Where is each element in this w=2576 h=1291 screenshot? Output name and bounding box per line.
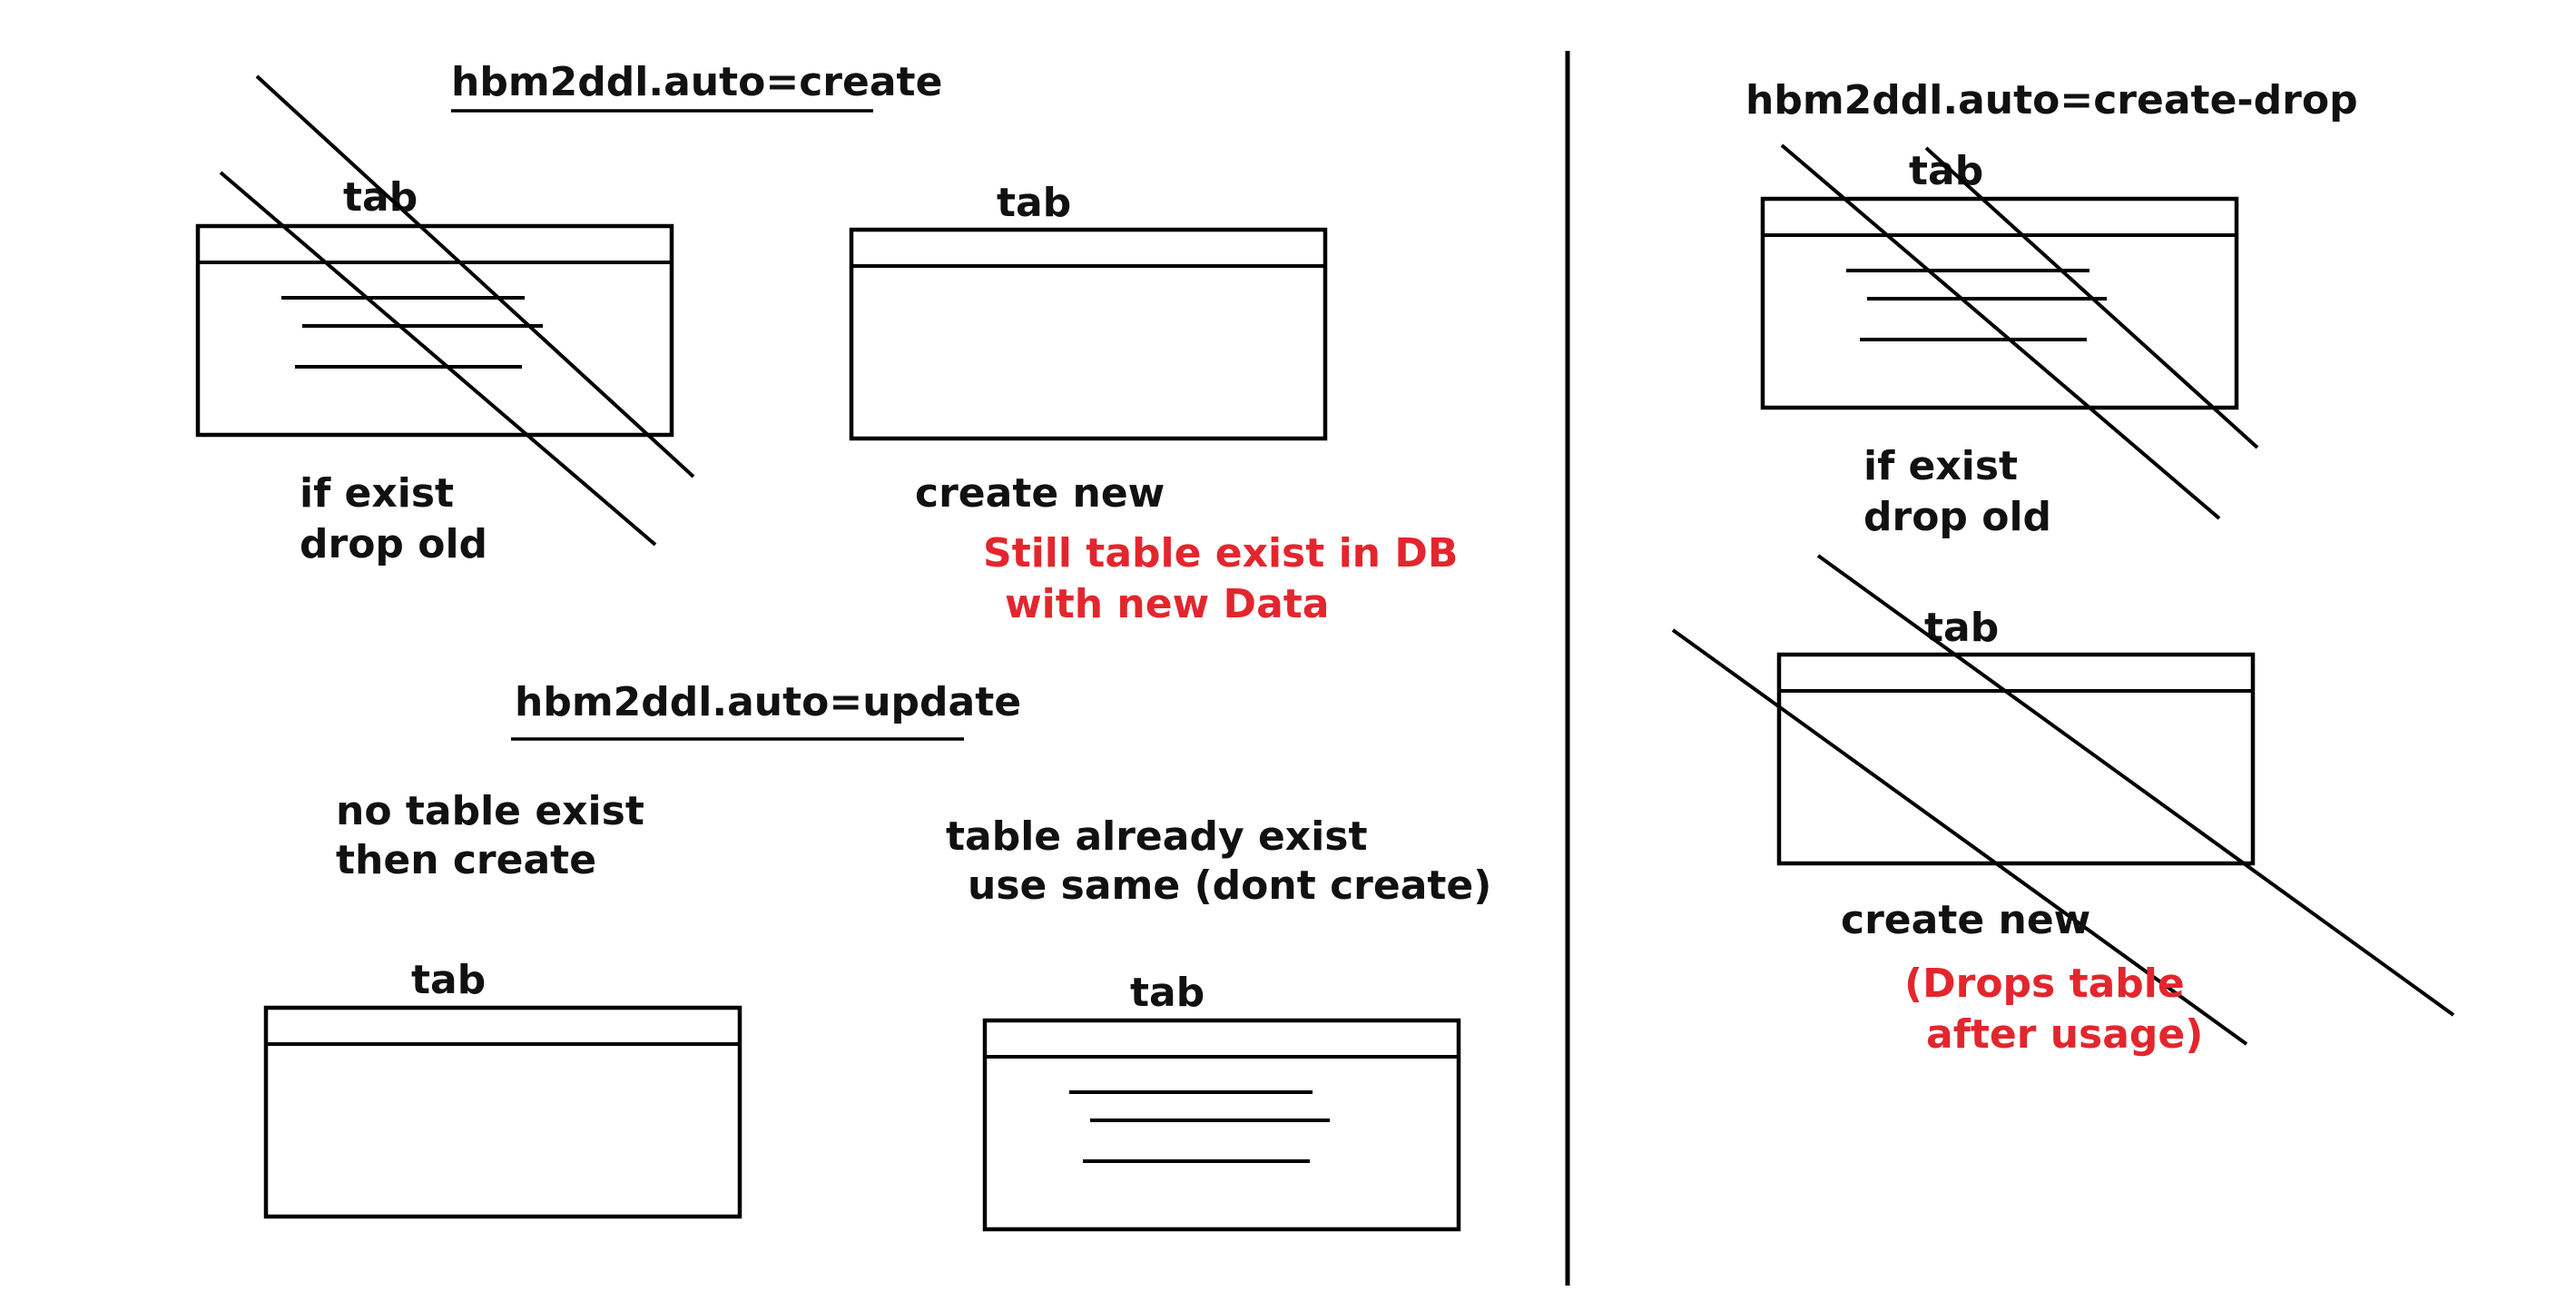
create-drop-old-table-box xyxy=(1760,196,2239,410)
create-note-line1: Still table exist in DB xyxy=(983,530,1458,577)
update-case1-line1: no table exist xyxy=(336,788,644,834)
update-heading: hbm2ddl.auto=update xyxy=(515,679,1021,725)
create-heading: hbm2ddl.auto=create xyxy=(451,59,942,105)
create-drop-old-caption-line2: drop old xyxy=(1863,494,2051,540)
create-old-caption-line1: if exist xyxy=(300,470,454,517)
update-existing-table-label: tab xyxy=(1130,970,1204,1016)
update-section: hbm2ddl.auto=update no table exist then … xyxy=(263,679,1491,1232)
create-drop-new-table: tab xyxy=(1671,554,2455,1046)
create-drop-new-table-label: tab xyxy=(1924,605,1999,651)
create-drop-section: hbm2ddl.auto=create-drop tab if exist dr… xyxy=(1671,77,2455,1058)
create-old-table-strike-1 xyxy=(255,74,695,478)
create-drop-new-table-strike-2 xyxy=(1671,628,2248,1046)
create-note-line2: with new Data xyxy=(1005,581,1329,627)
create-drop-new-table-box xyxy=(1776,652,2256,866)
update-existing-table-box xyxy=(982,1018,1461,1232)
create-drop-old-table: tab xyxy=(1760,143,2259,520)
create-drop-new-caption: create new xyxy=(1841,897,2090,943)
update-case1-line2: then create xyxy=(336,837,596,883)
create-new-table-box xyxy=(849,227,1328,441)
update-case2-line1: table already exist xyxy=(946,813,1368,860)
update-existing-table: tab xyxy=(982,970,1461,1232)
create-drop-old-caption-line1: if exist xyxy=(1863,443,2018,489)
create-old-table-strike-2 xyxy=(219,171,657,547)
create-old-table-box xyxy=(195,223,674,438)
create-drop-note-line2: after usage) xyxy=(1926,1011,2203,1058)
update-empty-table: tab xyxy=(263,957,742,1219)
create-old-table: tab xyxy=(195,74,695,547)
create-drop-old-table-strike-1 xyxy=(1924,146,2259,449)
create-new-caption: create new xyxy=(915,470,1165,517)
create-old-caption-line2: drop old xyxy=(300,521,487,567)
create-new-table: tab xyxy=(849,180,1328,441)
create-drop-note-line1: (Drops table xyxy=(1904,961,2185,1007)
create-new-table-label: tab xyxy=(997,180,1071,226)
create-drop-new-table-strike-1 xyxy=(1816,554,2455,1017)
update-empty-table-label: tab xyxy=(411,957,486,1003)
update-case2-line2: use same (dont create) xyxy=(968,862,1491,909)
update-empty-table-box xyxy=(263,1005,742,1219)
create-drop-heading: hbm2ddl.auto=create-drop xyxy=(1745,77,2358,123)
create-drop-old-table-strike-2 xyxy=(1780,143,2221,520)
create-section: hbm2ddl.auto=create tab if exist drop ol… xyxy=(195,59,1458,627)
